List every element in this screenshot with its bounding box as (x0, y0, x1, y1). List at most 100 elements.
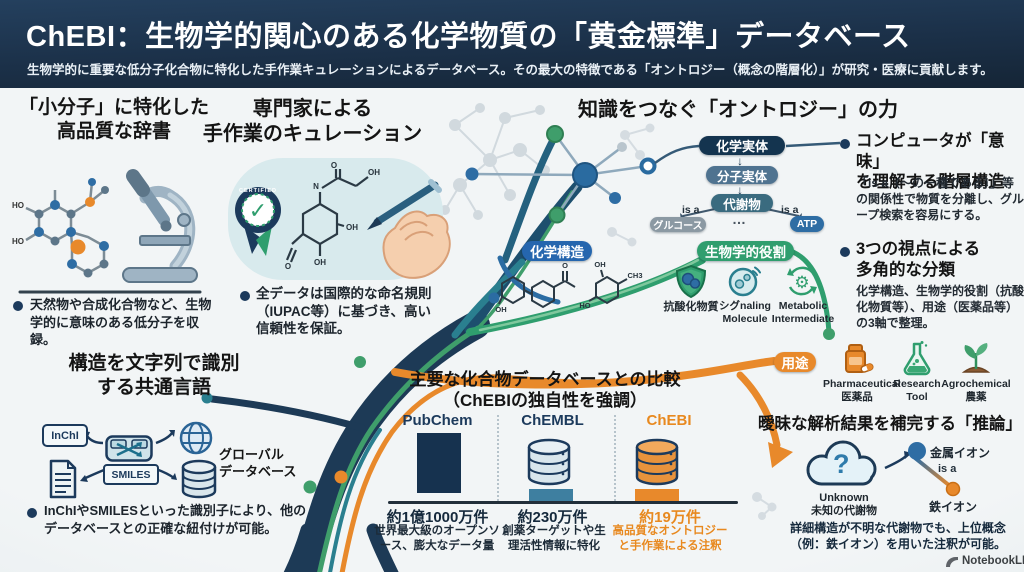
chembl-label: ChEMBL (521, 412, 584, 429)
identifiers-heading-line1: 構造を文字列で識別 (68, 353, 240, 374)
hierarchy-note-heading-line1: コンピュータが「意味」 (856, 132, 1005, 171)
chart-baseline (388, 501, 738, 504)
column-separator (497, 415, 499, 501)
agrochemical-label: Agrochemical 農薬 (941, 378, 1011, 403)
notebooklm-icon (946, 557, 958, 567)
hand-with-pen-illustration (367, 179, 451, 279)
certified-badge-icon: CERTIFIED ✓ (235, 187, 281, 256)
identifiers-heading: 構造を文字列で識別 する共通言語 (18, 352, 290, 400)
curation-bullet-text: 全データは国際的な命名規則（IUPAC等）に基づき、高い信頼性を保証。 (256, 286, 432, 336)
atom-label: HO (12, 237, 24, 246)
classification-body: 化学構造、生物学的役割（抗酸化物質等）、用途（医薬品等）の3軸で整理。 (856, 284, 1024, 330)
chembl-bar (529, 489, 573, 502)
dictionary-heading-line1: 「小分子」に特化した (18, 97, 209, 118)
arrow-down-icon: ↓ (737, 183, 743, 197)
atom-label: OH (346, 223, 358, 232)
chebi-count: 約19万件 (639, 509, 701, 526)
identifiers-bullet-dot (27, 508, 37, 518)
branch-label-biological-role: 生物学的役割 (697, 241, 794, 261)
chebi-bar (635, 489, 679, 502)
atom-label: N (313, 182, 319, 191)
pubchem-bar (417, 433, 461, 493)
metabolic-gear-icon: ⚙ (787, 266, 817, 296)
dictionary-bullet-dot (13, 301, 23, 311)
antioxidant-shield-icon (675, 264, 707, 299)
pubchem-label: PubChem (402, 412, 473, 429)
page-title: ChEBI：生物学的関心のある化学物質の「黄金標準」データベース (26, 21, 911, 53)
research-flask-icon (903, 341, 931, 376)
curated-structure-illustration: N O OH OH OH O (285, 162, 380, 271)
ontology-heading: 知識をつなぐ「オントロジー」の力 (578, 99, 898, 121)
atom-label: CH3 (627, 271, 642, 280)
atom-label: OH (368, 168, 380, 177)
antioxidant-label: 抗酸化物質 (663, 301, 719, 313)
classification-heading-line2: 多角的な分類 (856, 260, 955, 279)
classification-heading: 3つの視点による 多角的な分類 (856, 239, 1024, 280)
molecule-microscope-illustration: HO HO (12, 169, 202, 294)
ontology-ellipsis: … (732, 211, 746, 227)
agrochemical-plant-icon (961, 343, 991, 373)
pharmaceutical-label: Pharmaceutical 医薬品 (823, 378, 901, 403)
chebi-label: ChEBI (646, 412, 692, 429)
atom-label: O (285, 262, 291, 271)
dictionary-bullet-text: 天然物や合成化合物など、生物学的に意味のある低分子を収録。 (30, 297, 212, 347)
hierarchy-note-heading-line2: を理解する階層構造 (856, 173, 1005, 191)
identifiers-bullet-text: InChIやSMILESといった識別子により、他のデータベースとの正確な紐付けが… (44, 503, 307, 536)
is-a-label-left: is a (682, 204, 700, 216)
hierarchy-note-heading: コンピュータが「意味」 を理解する階層構造 (856, 131, 1024, 193)
ontology-node-metabolite: 代謝物 (711, 194, 773, 212)
is-a-label-right: is a (781, 204, 799, 216)
globe-icon (179, 421, 213, 455)
page-subtitle: 生物学的に重要な低分子化合物に特化した手作業キュレーションによるデータベース。そ… (27, 63, 993, 77)
curation-heading-line1: 専門家による (252, 98, 373, 120)
ontology-node-chemical-entity: 化学実体 (699, 136, 785, 155)
pubchem-count: 約1億1000万件 (386, 509, 489, 526)
header-banner: ChEBI：生物学的関心のある化学物質の「黄金標準」データベース 生物学的に重要… (0, 0, 1024, 88)
classification-bullet-dot (840, 247, 850, 257)
hierarchy-note-bullet-dot (840, 139, 850, 149)
inchi-tag: InChI (42, 424, 88, 447)
inference-is-a-label: is a (938, 463, 957, 475)
atom-label: OH (495, 305, 506, 314)
arrow-down-icon: ↓ (737, 154, 743, 168)
comparison-title: 主要な化合物データベースとの比較 （ChEBIの独自性を強調） (390, 369, 700, 411)
metabolic-intermediate-label: Metabolic Intermediate (771, 300, 835, 325)
ontology-node-glucose: グルコース (650, 217, 706, 232)
hierarchy-note-body: 「is a（〜の一種である）」等の関係性で物質を分離し、グループ検索を容易にする… (856, 176, 1024, 222)
iron-ion-label: 鉄イオン (929, 500, 978, 514)
document-icon (49, 459, 77, 499)
metal-ion-label: 金属イオン (930, 446, 991, 460)
signaling-molecule-cell-icon (728, 266, 761, 297)
chemical-structures-illustration: OH O OH CH3 HO (495, 260, 642, 314)
inference-body: 詳細構造が不明な代謝物でも、上位概念（例：鉄イオン）を用いた注釈が可能。 (789, 521, 1006, 551)
column-separator (614, 415, 616, 501)
chebi-description: 高品質なオントロジーと手作業による注釈 (612, 525, 728, 552)
curation-bullet-dot (240, 291, 250, 301)
ontology-node-molecular-entity: 分子実体 (706, 166, 778, 184)
check-icon: ✓ (249, 198, 267, 223)
atom-label: OH (314, 258, 326, 267)
dictionary-heading-line2: 高品質な辞書 (56, 121, 171, 142)
chembl-count: 約230万件 (517, 509, 588, 526)
atom-label: O (562, 261, 568, 270)
global-database-label: グローバル データベース (219, 447, 297, 479)
atom-label: HO (579, 301, 590, 310)
research-tool-label: Research Tool (893, 378, 941, 403)
notebooklm-brand: NotebookLM (962, 555, 1024, 567)
smiles-tag: SMILES (103, 464, 159, 485)
curation-heading: 専門家による 手作業のキュレーション (195, 97, 430, 147)
chembl-database-icon (527, 438, 571, 486)
dictionary-heading: 「小分子」に特化した 高品質な辞書 (2, 96, 226, 144)
atom-label: O (331, 162, 337, 170)
chebi-database-icon (635, 438, 679, 486)
classification-heading-line1: 3つの視点による (856, 240, 981, 258)
signaling-molecule-label: シグnaling Molecule (719, 300, 771, 325)
unknown-metabolite-label: Unknown 未知の代謝物 (811, 492, 877, 517)
branch-label-application: 用途 (774, 352, 816, 372)
unknown-question-mark: ? (833, 449, 850, 479)
curation-heading-line2: 手作業のキュレーション (202, 123, 423, 145)
gear-glyph: ⚙ (794, 273, 809, 292)
chembl-description: 創薬ターゲットや生理活性情報に特化 (502, 525, 606, 552)
